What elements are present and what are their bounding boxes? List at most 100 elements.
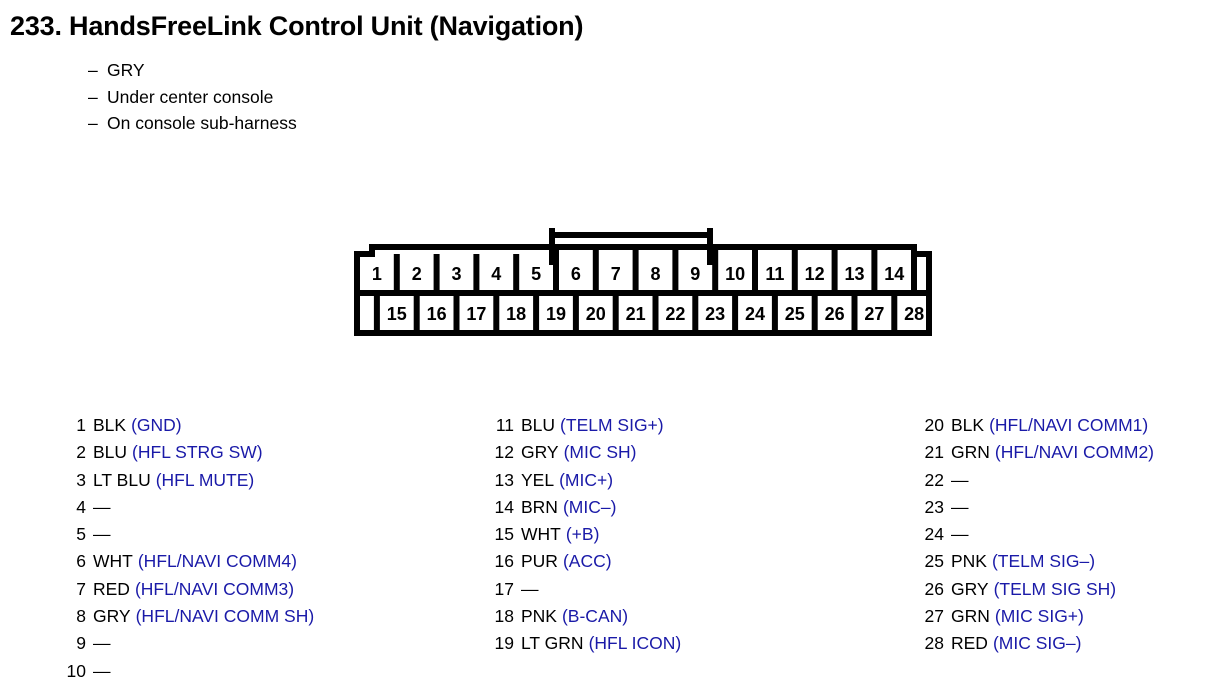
pin-number: 20 <box>924 415 944 435</box>
pin-label-22: 22 <box>665 304 685 324</box>
pin-number: 9 <box>76 633 86 654</box>
note-dash-icon: – <box>88 113 98 133</box>
pin-number: 1 <box>76 415 86 435</box>
pin-signal-name: (HFL/NAVI COMM SH) <box>135 606 315 627</box>
pin-wire-color: GRN <box>951 442 990 463</box>
pin-row: 4— <box>62 494 314 521</box>
pin-label-4: 4 <box>491 264 501 284</box>
connector-top-pin-labels: 1 2 3 4 5 6 7 8 9 10 11 12 13 14 <box>372 264 904 284</box>
pin-number: 18 <box>494 606 514 627</box>
pin-label-19: 19 <box>546 304 566 324</box>
pin-label-8: 8 <box>650 264 660 284</box>
pin-row: 5— <box>62 521 314 548</box>
pin-unused-marker: — <box>93 633 111 654</box>
pin-signal-name: (HFL MUTE) <box>155 469 255 490</box>
pin-wire-color: PNK <box>521 606 557 627</box>
connector-diagram: 1 2 3 4 5 6 7 8 9 10 11 12 13 14 15 16 1… <box>354 228 932 336</box>
pin-row: 17— <box>490 576 681 603</box>
pin-number: 11 <box>495 415 514 435</box>
pin-signal-name: (TELM SIG+) <box>560 415 664 435</box>
pin-row: 26 GRY(TELM SIG SH) <box>920 576 1154 603</box>
pin-signal-name: (TELM SIG–) <box>991 551 1096 572</box>
pin-signal-name: (MIC SH) <box>563 442 637 463</box>
pin-number: 13 <box>494 469 514 490</box>
connector-cells <box>357 247 929 333</box>
pin-number: 24 <box>924 524 944 545</box>
pin-number: 19 <box>494 633 514 654</box>
pin-label-23: 23 <box>705 304 725 324</box>
pin-row: 10— <box>62 658 314 685</box>
pin-number: 7 <box>76 578 86 599</box>
pin-unused-marker: — <box>951 469 969 490</box>
pin-wire-color: BLK <box>93 415 127 435</box>
pin-number: 16 <box>494 551 514 572</box>
pin-label-6: 6 <box>571 264 581 284</box>
pin-signal-name: (GND) <box>131 415 182 435</box>
pin-signal-name: (HFL/NAVI COMM2) <box>994 442 1155 463</box>
pin-label-18: 18 <box>506 304 526 324</box>
pin-number: 3 <box>76 469 86 490</box>
pin-signal-name: (HFL/NAVI COMM4) <box>137 551 297 572</box>
pin-signal-name: (TELM SIG SH) <box>993 578 1117 599</box>
pin-wire-color: BRN <box>521 496 558 517</box>
pin-label-7: 7 <box>611 264 621 284</box>
connector-bottom-pin-labels: 15 16 17 18 19 20 21 22 23 24 25 26 27 2… <box>387 304 924 324</box>
pin-wire-color: BLU <box>521 415 556 435</box>
pin-row: 21 GRN(HFL/NAVI COMM2) <box>920 439 1154 466</box>
pin-label-3: 3 <box>451 264 461 284</box>
pin-number: 21 <box>924 442 944 463</box>
pin-label-17: 17 <box>466 304 486 324</box>
pin-label-13: 13 <box>844 264 864 284</box>
pin-number: 4 <box>76 496 86 517</box>
pin-unused-marker: — <box>93 524 111 545</box>
pin-signal-name: (+B) <box>565 524 600 545</box>
pin-label-21: 21 <box>626 304 646 324</box>
pin-wire-color: YEL <box>521 469 555 490</box>
pin-label-5: 5 <box>531 264 541 284</box>
note-dash-icon: – <box>88 60 98 80</box>
pin-signal-name: (MIC SIG–) <box>992 633 1082 654</box>
pin-wire-color: PNK <box>951 551 987 572</box>
pin-label-15: 15 <box>387 304 407 324</box>
pin-number: 8 <box>76 606 86 627</box>
pin-row: 1 BLK(GND) <box>62 412 314 439</box>
pin-unused-marker: — <box>951 496 969 517</box>
pin-number: 5 <box>76 524 86 545</box>
pin-signal-name: (HFL STRG SW) <box>132 442 263 463</box>
pin-unused-marker: — <box>521 578 539 599</box>
pin-wire-color: RED <box>93 578 130 599</box>
pin-row: 11 BLU(TELM SIG+) <box>490 412 681 439</box>
pin-number: 26 <box>924 578 944 599</box>
pin-row: 9— <box>62 630 314 657</box>
pin-label-12: 12 <box>805 264 825 284</box>
pin-wire-color: RED <box>951 633 988 654</box>
pin-wire-color: WHT <box>93 551 133 572</box>
pin-number: 15 <box>494 524 514 545</box>
note-text: GRY <box>107 60 145 80</box>
pin-number: 22 <box>924 469 944 490</box>
pin-wire-color: GRY <box>521 442 559 463</box>
pin-wire-color: BLK <box>951 415 985 435</box>
pin-signal-name: (MIC–) <box>562 496 617 517</box>
pin-wire-color: BLU <box>93 442 128 463</box>
pin-wire-color: GRY <box>951 578 989 599</box>
pin-wire-color: LT GRN <box>521 633 584 654</box>
pin-label-9: 9 <box>690 264 700 284</box>
pin-label-14: 14 <box>884 264 904 284</box>
page-title: 233. HandsFreeLink Control Unit (Navigat… <box>10 11 584 41</box>
pin-wire-color: LT BLU <box>93 469 151 490</box>
pin-label-10: 10 <box>725 264 745 284</box>
pin-label-27: 27 <box>864 304 884 324</box>
